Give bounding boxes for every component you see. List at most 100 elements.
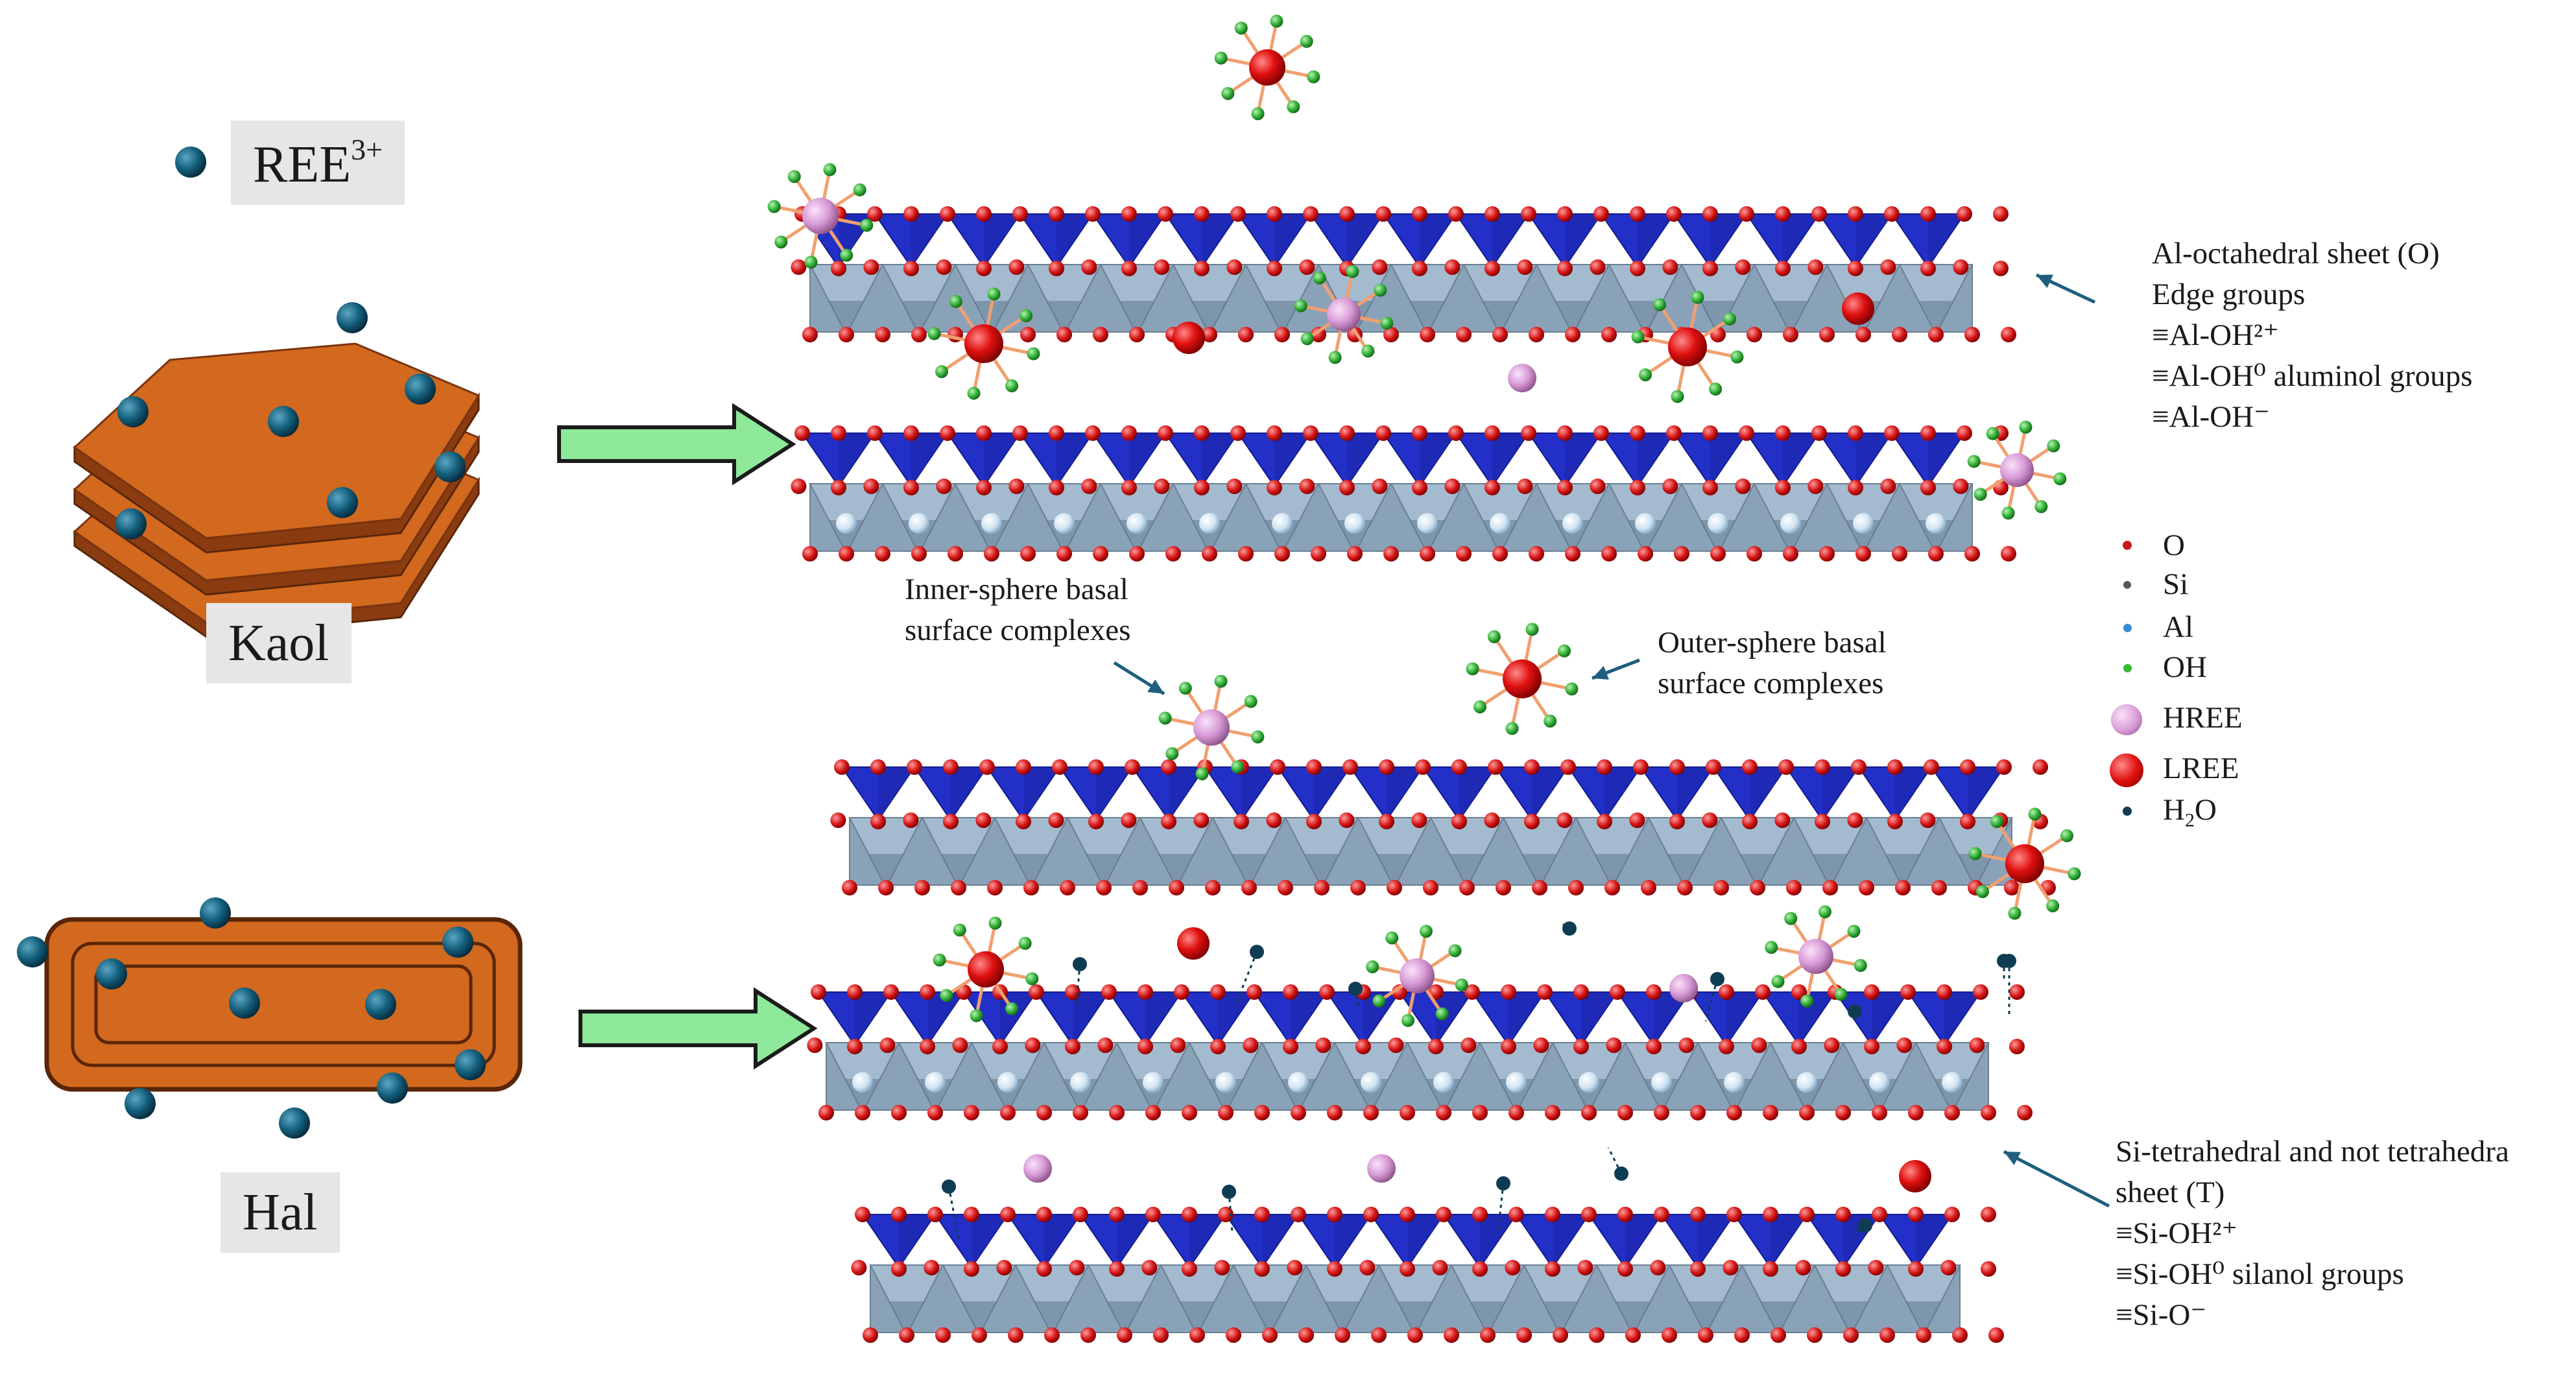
oxygen-atom bbox=[830, 812, 846, 828]
oxygen-atom bbox=[1488, 759, 1503, 775]
oxygen-atom bbox=[964, 1105, 979, 1120]
oxygen-atom bbox=[964, 1207, 979, 1222]
oxygen-atom bbox=[1485, 425, 1500, 441]
ree-ion-sphere bbox=[96, 958, 127, 989]
oxygen-atom bbox=[1436, 1105, 1451, 1120]
hydroxyl-ligand bbox=[987, 287, 1001, 301]
hree-ion bbox=[1508, 364, 1536, 392]
oxygen-atom bbox=[1568, 880, 1584, 895]
oxygen-atom bbox=[976, 425, 992, 441]
hydrogen-bond bbox=[1607, 1147, 1623, 1174]
oxygen-atom bbox=[1633, 759, 1649, 775]
oxygen-atom bbox=[1662, 1327, 1677, 1343]
oxygen-atom bbox=[1234, 814, 1249, 829]
octahedron-shade bbox=[1957, 854, 1994, 888]
oxygen-atom bbox=[1590, 259, 1606, 275]
octahedron-face bbox=[1429, 817, 1505, 890]
oxygen-atom bbox=[1847, 812, 1863, 828]
oxygen-atom bbox=[1000, 1207, 1016, 1222]
octahedron-shade bbox=[828, 301, 865, 335]
oxygen-atom bbox=[1719, 1039, 1734, 1054]
aluminium-atom bbox=[981, 513, 1002, 534]
oxygen-atom bbox=[1920, 425, 1936, 441]
octahedron-shade bbox=[844, 1079, 881, 1113]
aluminium-atom bbox=[852, 1072, 873, 1093]
oxygen-atom bbox=[1311, 546, 1326, 562]
oxygen-atom bbox=[1524, 814, 1540, 829]
tetrahedron-shade bbox=[1169, 767, 1205, 820]
oxygen-atom bbox=[1319, 984, 1335, 1000]
octahedron-face bbox=[1027, 264, 1102, 337]
oxygen-atom bbox=[1509, 1207, 1524, 1222]
octahedron-face bbox=[994, 817, 1069, 890]
hydroxyl-ligand bbox=[2008, 906, 2021, 920]
oxygen-atom bbox=[1049, 261, 1064, 276]
oxygen-atom bbox=[1485, 206, 1500, 222]
oxygen-atom bbox=[1372, 479, 1388, 494]
oxygen-atom bbox=[1121, 261, 1137, 276]
ree-ion-sphere bbox=[175, 147, 206, 178]
oxygen-atom bbox=[1560, 759, 1576, 775]
oxygen-atom bbox=[903, 480, 919, 495]
oxygen-atom bbox=[1981, 1105, 1996, 1120]
oxygen-atom bbox=[1698, 1327, 1713, 1343]
oxygen-atom bbox=[1093, 546, 1108, 562]
oxygen-atom bbox=[1807, 259, 1824, 275]
oxygen-atom bbox=[1060, 880, 1075, 895]
ree-ion-sphere bbox=[435, 451, 466, 482]
oxygen-atom bbox=[1981, 1261, 1996, 1277]
outer-sphere-line-2: surface complexes bbox=[1658, 667, 1884, 700]
oxygen-atom bbox=[1056, 327, 1072, 342]
octahedron-face bbox=[1099, 264, 1175, 337]
oxygen-atom bbox=[1630, 261, 1645, 276]
hydroxyl-ligand bbox=[1005, 379, 1019, 393]
oxygen-atom bbox=[1298, 1327, 1314, 1343]
hydroxyl-ligand bbox=[1300, 332, 1314, 346]
oxygen-atom bbox=[964, 1261, 979, 1277]
oxygen-atom bbox=[1702, 261, 1718, 276]
octahedron-shade bbox=[1252, 1301, 1288, 1335]
oxygen-atom bbox=[1355, 1039, 1371, 1054]
oxygen-atom bbox=[1379, 814, 1394, 829]
oxygen-atom bbox=[1557, 480, 1573, 495]
tetrahedron-shade bbox=[1189, 1214, 1226, 1268]
oxygen-atom bbox=[1848, 261, 1863, 276]
oxygen-atom bbox=[1274, 327, 1290, 342]
oxygen-atom bbox=[1964, 546, 1980, 562]
oxygen-atom bbox=[1669, 759, 1685, 775]
tetrahedron-shade bbox=[1581, 992, 1617, 1045]
oxygen-atom bbox=[1896, 1037, 1913, 1053]
oxygen-atom bbox=[1412, 480, 1427, 495]
tetrahedron-shade bbox=[839, 433, 875, 486]
oxygen-atom bbox=[948, 546, 963, 562]
hydroxyl-ligand bbox=[988, 916, 1002, 930]
oxygen-atom bbox=[1593, 206, 1609, 222]
octahedron-shade bbox=[1086, 854, 1122, 888]
oxygen-atom bbox=[1226, 479, 1243, 494]
hydroxyl-ligand bbox=[1558, 644, 1571, 657]
oxygen-atom bbox=[863, 259, 879, 275]
oxygen-atom bbox=[1944, 1105, 1960, 1120]
oxygen-atom bbox=[1880, 479, 1896, 494]
oxygen-atom bbox=[1960, 759, 1975, 775]
oxygen-atom bbox=[1202, 327, 1217, 342]
oxygen-atom bbox=[1799, 1105, 1815, 1120]
tetrahedron-shade bbox=[1654, 992, 1690, 1045]
oxygen-atom bbox=[1303, 206, 1318, 222]
legend-label-h2o-sub: 2 bbox=[2184, 809, 2195, 831]
oxygen-atom bbox=[927, 1207, 943, 1222]
oxygen-atom bbox=[875, 546, 890, 562]
aluminium-atom bbox=[1708, 513, 1728, 534]
ree-ion-sphere bbox=[455, 1049, 486, 1080]
oxygen-atom bbox=[1960, 814, 1975, 829]
oxygen-atom bbox=[1193, 812, 1210, 828]
oxygen-atom bbox=[1400, 1207, 1415, 1222]
ree-ion-sphere bbox=[442, 927, 473, 958]
legend-label-oh: OH bbox=[2163, 650, 2207, 684]
oxygen-atom bbox=[1451, 759, 1467, 775]
octahedron-shade bbox=[1264, 301, 1300, 335]
hydroxyl-ligand bbox=[1455, 978, 1468, 991]
lree-complex-center bbox=[964, 324, 1003, 363]
oxygen-atom bbox=[1501, 984, 1516, 1000]
legend-item-al: Al bbox=[2123, 610, 2193, 645]
